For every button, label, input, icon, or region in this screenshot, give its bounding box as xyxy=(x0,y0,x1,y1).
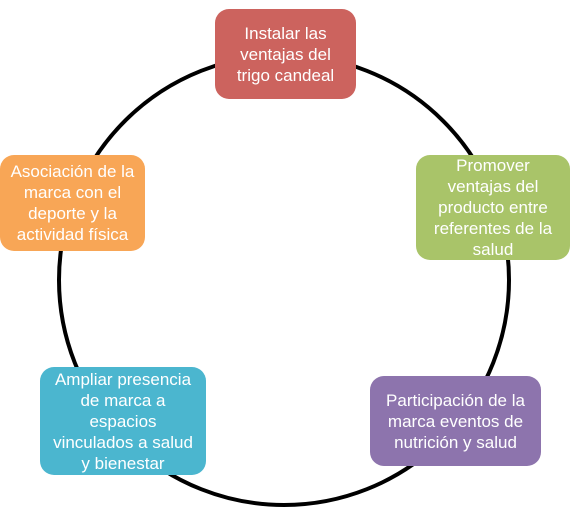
node-label: Ampliar presencia de marca a espacios vi… xyxy=(53,369,193,473)
node-asociacion-deporte: Asociación de la marca con el deporte y … xyxy=(0,155,145,251)
node-instalar-ventajas: Instalar las ventajas del trigo candeal xyxy=(215,9,356,99)
node-label: Asociación de la marca con el deporte y … xyxy=(10,162,135,244)
node-label: Participación de la marca eventos de nut… xyxy=(386,390,525,452)
node-participacion-eventos: Participación de la marca eventos de nut… xyxy=(370,376,541,466)
node-ampliar-presencia: Ampliar presencia de marca a espacios vi… xyxy=(40,367,206,475)
node-label: Instalar las ventajas del trigo candeal xyxy=(236,23,335,85)
node-promover-ventajas: Promover ventajas del producto entre ref… xyxy=(416,155,570,260)
node-label: Promover ventajas del producto entre ref… xyxy=(433,156,553,259)
